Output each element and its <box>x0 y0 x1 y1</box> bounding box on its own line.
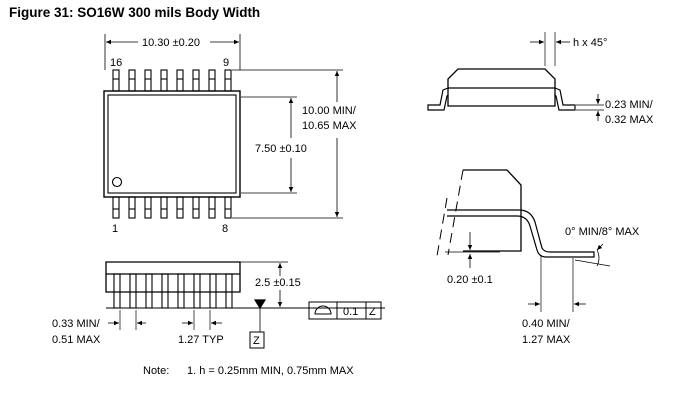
pin-1-label: 1 <box>112 223 118 235</box>
angle-line <box>574 259 611 267</box>
top-body-outer <box>103 90 241 198</box>
top-view <box>103 34 343 219</box>
foot-label-2: 1.27 MAX <box>522 334 571 346</box>
lead-12 <box>176 69 184 92</box>
width-dim-label: 10.30 ±0.20 <box>142 37 200 49</box>
side-lead-8 <box>225 273 233 309</box>
detail-dash-1 <box>447 169 464 256</box>
pin-8-label: 8 <box>222 223 228 235</box>
height-dim-label: 2.5 ±0.15 <box>255 277 301 289</box>
chamfer-label: h x 45° <box>573 37 607 49</box>
overall-dim-label-2: 10.65 MAX <box>302 120 357 132</box>
angle-label: 0° MIN/8° MAX <box>565 226 640 238</box>
side-leads <box>113 273 233 309</box>
flatness-value: 0.1 <box>343 306 358 318</box>
angle-arrow <box>596 243 604 251</box>
side-body <box>105 261 241 293</box>
figure-title: Figure 31: SO16W 300 mils Body Width <box>9 5 261 20</box>
end-lead-right <box>554 87 576 111</box>
lead-3 <box>144 196 152 219</box>
lead-14 <box>144 69 152 92</box>
datum-triangle <box>253 299 267 310</box>
lead-10 <box>208 69 216 92</box>
profile-of-surface-icon <box>314 305 332 315</box>
side-lead-3 <box>145 273 153 309</box>
side-lead-7 <box>209 273 217 309</box>
lead-15 <box>128 69 136 92</box>
overall-dim-label-1: 10.00 MIN/ <box>302 105 357 117</box>
pin1-marker <box>111 176 123 188</box>
datum-z-label: Z <box>253 335 260 347</box>
side-lead-2 <box>129 273 137 309</box>
standoff-label: 0.20 ±0.1 <box>447 274 493 286</box>
detail-view <box>436 169 611 312</box>
lead-9 <box>224 69 232 92</box>
side-lead-1 <box>113 273 121 309</box>
end-lead-left <box>427 87 449 111</box>
lead-width-label-1: 0.33 MIN/ <box>52 318 101 330</box>
top-leads <box>112 69 232 92</box>
note-label: Note: <box>143 365 169 377</box>
note-text: 1. h = 0.25mm MIN, 0.75mm MAX <box>187 365 354 377</box>
lead-13 <box>160 69 168 92</box>
lead-thk-label-2: 0.32 MAX <box>605 114 654 126</box>
angle-arc <box>596 249 600 267</box>
pin-9-label: 9 <box>223 57 229 69</box>
end-body <box>447 68 556 107</box>
lead-11 <box>192 69 200 92</box>
lead-16 <box>112 69 120 92</box>
top-body-inner <box>107 94 237 194</box>
body-dim-label: 7.50 ±0.10 <box>255 143 307 155</box>
end-view <box>427 32 604 121</box>
lead-5 <box>176 196 184 219</box>
side-lead-4 <box>161 273 169 309</box>
flatness-frame <box>308 301 382 320</box>
foot-label-1: 0.40 MIN/ <box>522 318 571 330</box>
datum-z-box <box>249 331 265 349</box>
detail-lead <box>447 209 595 258</box>
detail-dash-2 <box>436 197 448 257</box>
side-lead-6 <box>193 273 201 309</box>
lead-7 <box>208 196 216 219</box>
lead-6 <box>192 196 200 219</box>
side-lead-5 <box>177 273 185 309</box>
pin-16-label: 16 <box>110 57 122 69</box>
lead-2 <box>128 196 136 219</box>
lead-4 <box>160 196 168 219</box>
lead-8 <box>224 196 232 219</box>
bottom-leads <box>112 196 232 219</box>
side-view <box>105 261 385 349</box>
flatness-datum: Z <box>369 306 376 318</box>
lead-thk-label-1: 0.23 MIN/ <box>605 99 654 111</box>
lead-1 <box>112 196 120 219</box>
pitch-label: 1.27 TYP <box>178 334 224 346</box>
detail-body <box>463 169 522 252</box>
lead-width-label-2: 0.51 MAX <box>52 334 101 346</box>
